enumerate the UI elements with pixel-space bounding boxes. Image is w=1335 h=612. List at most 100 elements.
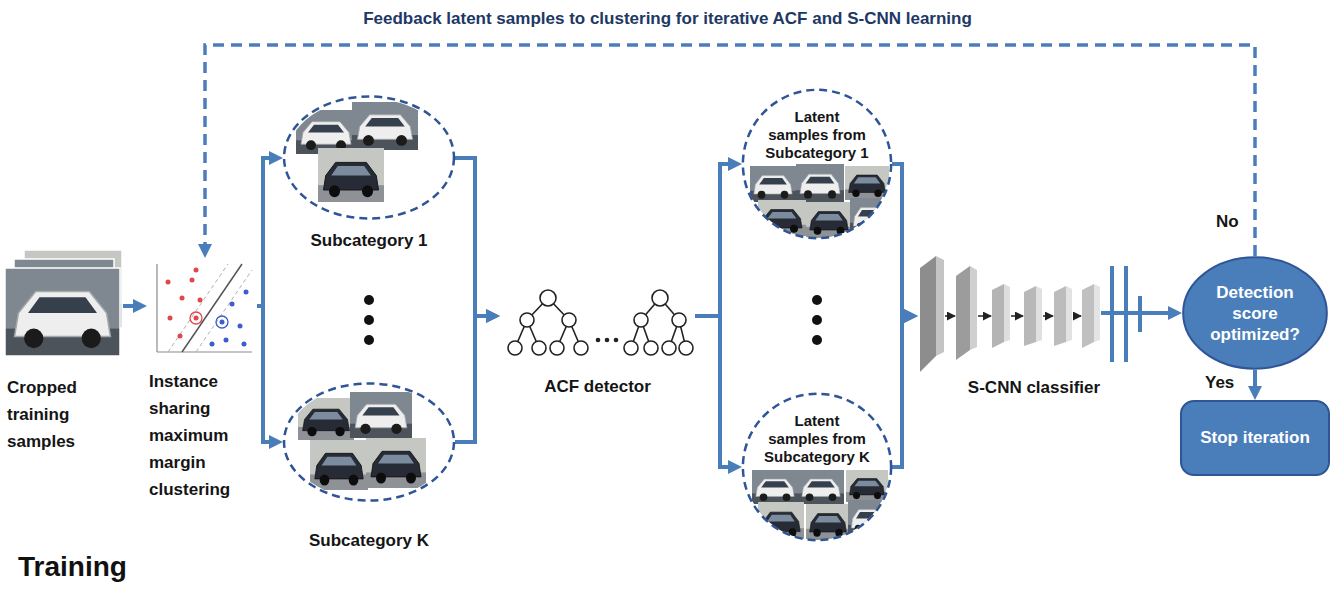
picture-area: [283, 95, 455, 220]
flow-arrow: [1150, 311, 1174, 315]
picture-area: [500, 288, 695, 368]
layer-arrow: [1011, 315, 1023, 317]
node-label: ACF detector: [500, 376, 695, 398]
ellipsis-dot: [812, 295, 822, 305]
red-point: [178, 334, 183, 339]
subcategory-photos: [296, 102, 418, 202]
fc-layer: [1124, 266, 1128, 362]
conv-layer-side: [1094, 284, 1100, 342]
conv-layer: [920, 256, 936, 372]
tree-node: [532, 341, 546, 355]
red-point: [194, 268, 199, 273]
training-photo-stack: [5, 250, 122, 356]
conv-layer-side: [1004, 284, 1010, 342]
tree-node: [550, 341, 564, 355]
section-heading: Training: [18, 550, 127, 584]
layer-arrow: [945, 315, 955, 317]
node-label: Subcategory K: [283, 530, 455, 552]
picture-area: [147, 258, 257, 358]
vertical-ellipsis: [364, 295, 822, 345]
ellipsis-dot: [364, 295, 374, 305]
flow-arrow: [257, 158, 275, 306]
conv-layer-side: [1066, 286, 1072, 342]
node-label: Instance sharing maximum margin clusteri…: [147, 368, 257, 503]
tree-node: [644, 341, 658, 355]
car-photo: [806, 504, 850, 540]
tree-node: [508, 341, 522, 355]
dashed-ellipse: [743, 90, 891, 238]
scatter-plot: [157, 264, 252, 352]
subcategory-cluster: Subcategory 1: [283, 95, 455, 252]
ellipsis-dot: [614, 338, 619, 343]
conv-layer: [956, 266, 970, 360]
plot-axis: [157, 351, 252, 352]
flow-arrow: [455, 158, 492, 316]
acf-detector: ACF detector: [500, 288, 695, 398]
dashed-ellipse: [284, 383, 454, 500]
layer-arrow: [978, 315, 991, 317]
conv-layer-side: [970, 266, 977, 350]
flow-arrow: [123, 304, 139, 308]
latent-photos: [750, 164, 890, 238]
separating-line: [182, 264, 242, 352]
latent-sample-set: Latent samples from Subcategory 1: [742, 88, 892, 240]
conv-layer: [1024, 286, 1036, 346]
cnn-layers: [920, 256, 1150, 372]
tree-node: [562, 313, 576, 327]
car-photo: [846, 470, 888, 502]
training-sample-stack: Cropped training samples: [5, 250, 123, 455]
clustering-step: Instance sharing maximum margin clusteri…: [147, 258, 257, 503]
dashed-ellipse: [284, 97, 454, 219]
picture-area: [918, 252, 1150, 377]
blue-point: [224, 338, 229, 343]
blue-point: [238, 324, 243, 329]
car-photo: [352, 102, 418, 150]
decision-trees: [508, 290, 693, 355]
ellipsis-dot: [812, 335, 822, 345]
decision-ellipse-shape: [1183, 257, 1327, 368]
layer-arrow: [1043, 315, 1053, 317]
output-layer: [1138, 296, 1142, 332]
tree-node: [672, 313, 686, 327]
car-photo: [318, 148, 384, 202]
car-photo: [5, 268, 120, 356]
conv-layer-side: [936, 256, 944, 356]
car-photo: [796, 164, 844, 202]
car-photo: [798, 470, 844, 504]
flow-arrow: [257, 306, 275, 442]
car-photo: [752, 470, 798, 504]
car-photo: [310, 440, 368, 490]
flow-arrow: [1253, 370, 1257, 392]
blue-point: [220, 320, 225, 325]
red-point: [194, 316, 199, 321]
tree-node: [679, 341, 693, 355]
picture-area: [283, 382, 455, 502]
flow-arrow: [455, 316, 492, 442]
node-label: Stop iteration: [1200, 427, 1310, 449]
conv-layer: [992, 284, 1004, 348]
dashed-ellipse: [743, 394, 891, 540]
cluster-outline: [283, 382, 455, 502]
blue-point: [210, 342, 215, 347]
node-label: Latent samples from Subcategory K: [763, 412, 871, 466]
subcategory-cluster: Subcategory K: [283, 382, 455, 552]
shared-instance-ring: [216, 316, 228, 328]
ellipsis-dot: [605, 338, 610, 343]
latent-sample-set: Latent samples from Subcategory K: [742, 392, 892, 542]
ellipsis-dot: [364, 315, 374, 325]
conv-layer-side: [1036, 286, 1042, 342]
car-photo: [350, 392, 412, 438]
stop-box: Stop iteration: [1180, 400, 1330, 476]
cnn-classifier: S-CNN classifier: [918, 252, 1150, 399]
margin-line: [168, 264, 228, 352]
car-photo: [845, 166, 889, 200]
flow-arrow: [695, 316, 734, 467]
flow-arrow: [892, 316, 910, 467]
flow-arrow: [695, 164, 734, 316]
tree-node: [574, 341, 588, 355]
decision-node: Detection score optimized?: [1182, 256, 1328, 370]
edge-label: Yes: [1203, 373, 1236, 393]
tree-node: [662, 341, 676, 355]
